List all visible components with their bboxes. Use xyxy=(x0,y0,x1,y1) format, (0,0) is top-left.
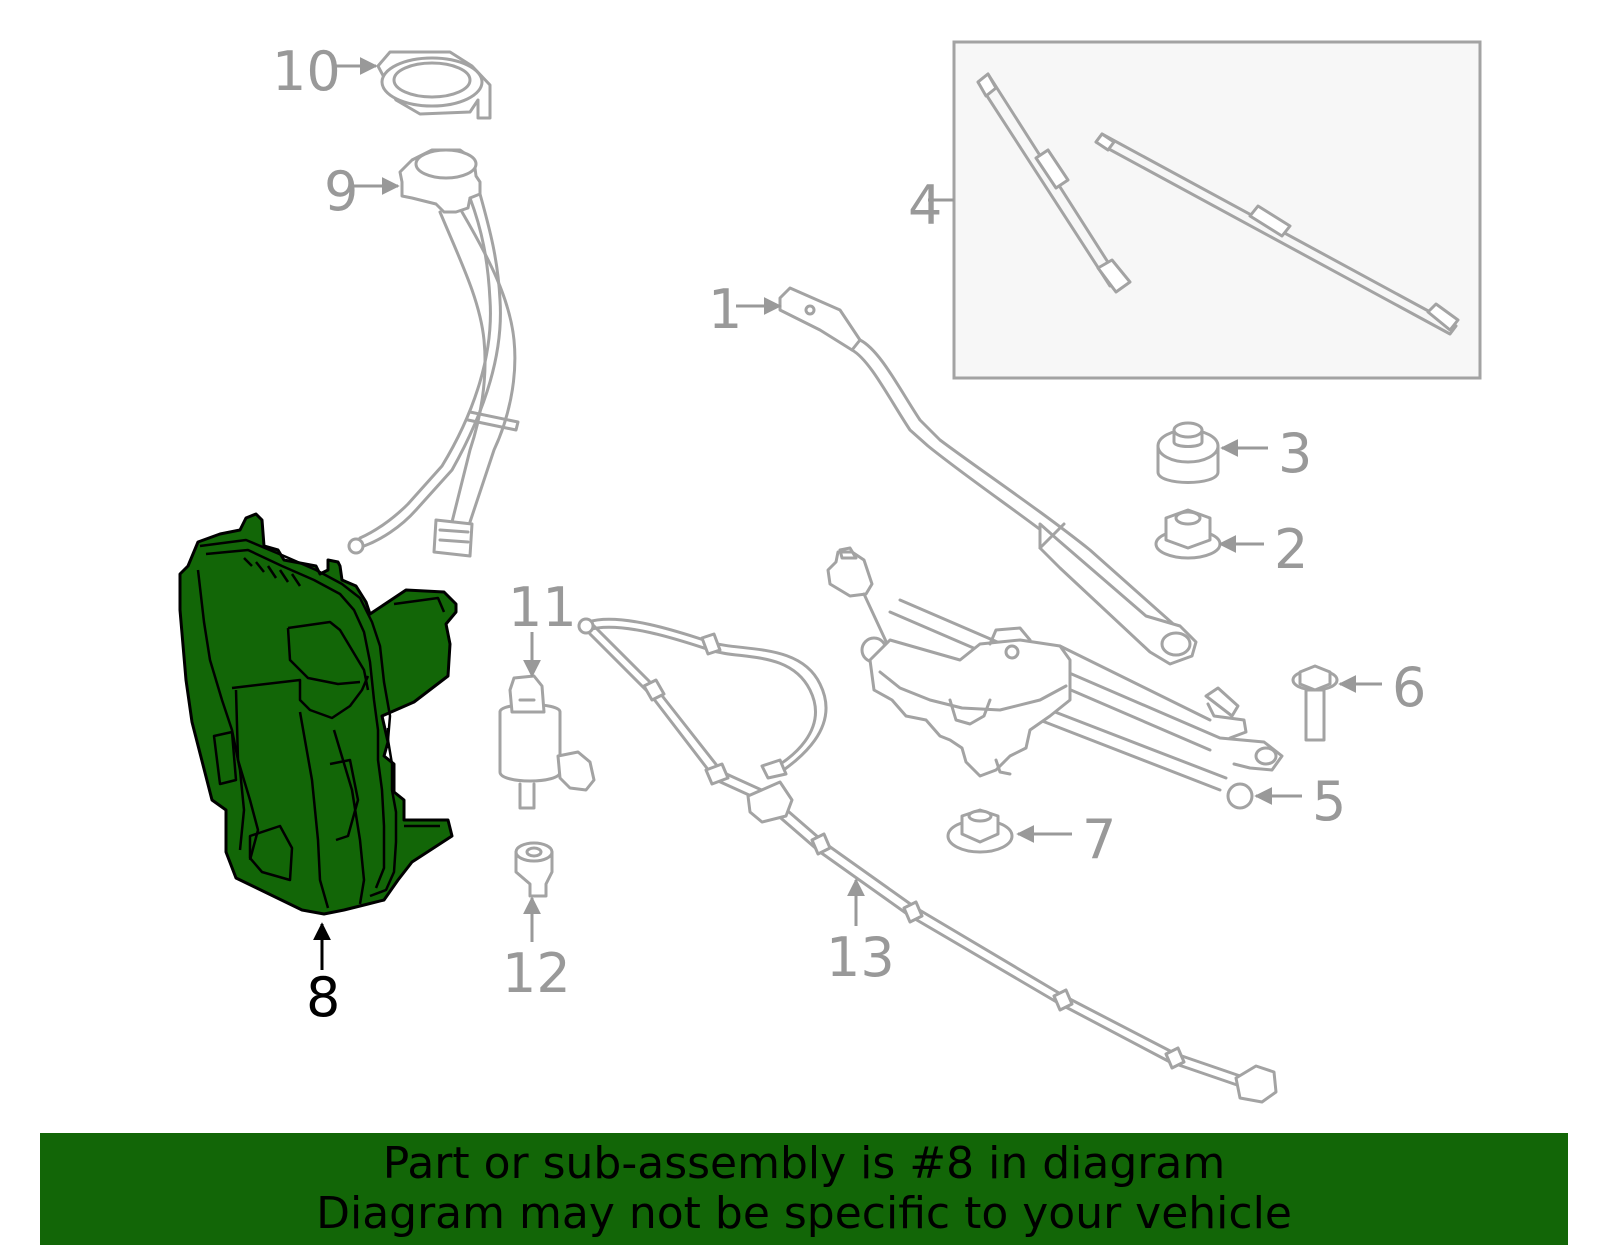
part-13-washer-hose[interactable] xyxy=(577,617,1278,1104)
notice-banner: Part or sub-assembly is #8 in diagram Di… xyxy=(40,1133,1568,1245)
part-4-wiper-blades[interactable] xyxy=(952,40,1482,380)
callout-12: 12 xyxy=(502,942,571,1005)
callout-arrows xyxy=(313,57,1382,970)
callout-3: 3 xyxy=(1278,422,1312,485)
banner-line-disclaimer: Diagram may not be specific to your vehi… xyxy=(316,1188,1292,1239)
callout-5: 5 xyxy=(1312,770,1346,833)
part-5-wiper-linkage[interactable] xyxy=(826,546,1284,810)
part-10-filler-cap[interactable] xyxy=(376,50,492,120)
part-7-nut[interactable] xyxy=(946,808,1014,854)
part-3-grommet[interactable] xyxy=(1156,421,1220,484)
callout-2: 2 xyxy=(1274,518,1308,581)
callout-4: 4 xyxy=(908,174,942,237)
callout-7: 7 xyxy=(1082,808,1116,871)
callout-6: 6 xyxy=(1392,656,1426,719)
part-1-wiper-arm[interactable] xyxy=(778,286,1198,666)
part-9-filler-neck[interactable] xyxy=(347,148,520,558)
part-6-bolt[interactable] xyxy=(1291,664,1339,742)
part-2-nut[interactable] xyxy=(1154,508,1222,560)
callout-13: 13 xyxy=(826,926,895,989)
callout-8-highlighted: 8 xyxy=(306,966,340,1029)
callout-11: 11 xyxy=(508,576,577,639)
banner-line-part-number: Part or sub-assembly is #8 in diagram xyxy=(382,1138,1226,1189)
callout-10: 10 xyxy=(272,40,341,103)
part-12-pump-grommet[interactable] xyxy=(514,841,554,898)
callout-1: 1 xyxy=(708,278,742,341)
part-11-washer-pump[interactable] xyxy=(498,674,596,810)
callout-9: 9 xyxy=(324,160,358,223)
part-8-washer-reservoir[interactable] xyxy=(178,512,458,916)
